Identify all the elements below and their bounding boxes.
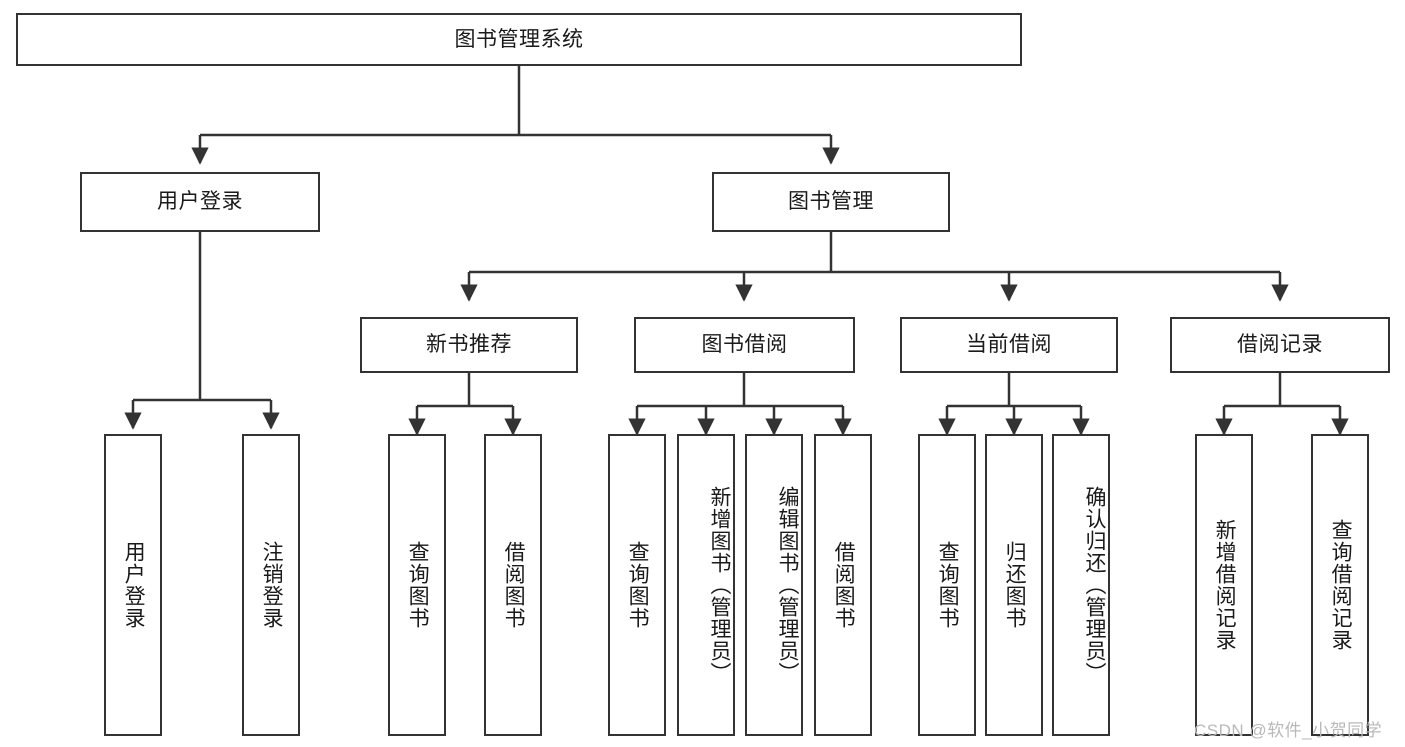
- leaf-user-login[interactable]: 用户登录: [104, 434, 162, 736]
- node-new-book-recommend-label: 新书推荐: [426, 333, 512, 357]
- leaf-add-book-admin[interactable]: 新增图书（管理员）: [677, 434, 735, 736]
- leaf-add-borrow-record[interactable]: 新增借阅记录: [1195, 434, 1253, 736]
- node-book-borrow-label: 图书借阅: [701, 333, 788, 357]
- leaf-return-book[interactable]: 归还图书: [985, 434, 1043, 736]
- leaf-query-book-borrow-label: 查询图书: [626, 541, 650, 629]
- node-new-book-recommend[interactable]: 新书推荐: [360, 317, 578, 373]
- leaf-confirm-return-admin-label: 确认归还（管理员）: [1083, 486, 1106, 684]
- node-current-borrow[interactable]: 当前借阅: [900, 317, 1118, 373]
- node-book-borrow[interactable]: 图书借阅: [634, 317, 855, 373]
- node-borrow-record-label: 借阅记录: [1237, 333, 1323, 357]
- csdn-watermark: CSDN @软件_小贺同学: [1194, 721, 1383, 740]
- leaf-add-borrow-record-label: 新增借阅记录: [1213, 519, 1237, 651]
- leaf-query-borrow-record[interactable]: 查询借阅记录: [1311, 434, 1369, 736]
- node-user-login-label: 用户登录: [157, 190, 243, 214]
- node-book-management[interactable]: 图书管理: [712, 172, 950, 232]
- leaf-query-book-recommend[interactable]: 查询图书: [388, 434, 446, 736]
- node-root-label: 图书管理系统: [454, 27, 584, 51]
- leaf-borrow-book-label: 借阅图书: [832, 541, 856, 629]
- node-current-borrow-label: 当前借阅: [966, 333, 1052, 357]
- leaf-query-book-borrow[interactable]: 查询图书: [608, 434, 666, 736]
- leaf-logout-label: 注销登录: [260, 541, 284, 629]
- node-book-management-label: 图书管理: [788, 190, 874, 214]
- leaf-edit-book-admin[interactable]: 编辑图书（管理员）: [745, 434, 803, 736]
- leaf-edit-book-admin-label: 编辑图书（管理员）: [776, 486, 799, 684]
- leaf-add-book-admin-label: 新增图书（管理员）: [708, 486, 731, 684]
- leaf-confirm-return-admin[interactable]: 确认归还（管理员）: [1052, 434, 1110, 736]
- node-root[interactable]: 图书管理系统: [16, 13, 1022, 66]
- leaf-return-book-label: 归还图书: [1003, 541, 1027, 629]
- leaf-query-book-current[interactable]: 查询图书: [918, 434, 976, 736]
- node-borrow-record[interactable]: 借阅记录: [1170, 317, 1390, 373]
- leaf-borrow-book[interactable]: 借阅图书: [814, 434, 872, 736]
- leaf-query-book-recommend-label: 查询图书: [406, 541, 430, 629]
- leaf-user-login-label: 用户登录: [122, 541, 146, 629]
- leaf-logout[interactable]: 注销登录: [242, 434, 300, 736]
- node-user-login[interactable]: 用户登录: [80, 172, 320, 232]
- leaf-borrow-book-recommend-label: 借阅图书: [502, 541, 526, 629]
- leaf-borrow-book-recommend[interactable]: 借阅图书: [484, 434, 542, 736]
- leaf-query-borrow-record-label: 查询借阅记录: [1329, 519, 1353, 651]
- leaf-query-book-current-label: 查询图书: [936, 541, 960, 629]
